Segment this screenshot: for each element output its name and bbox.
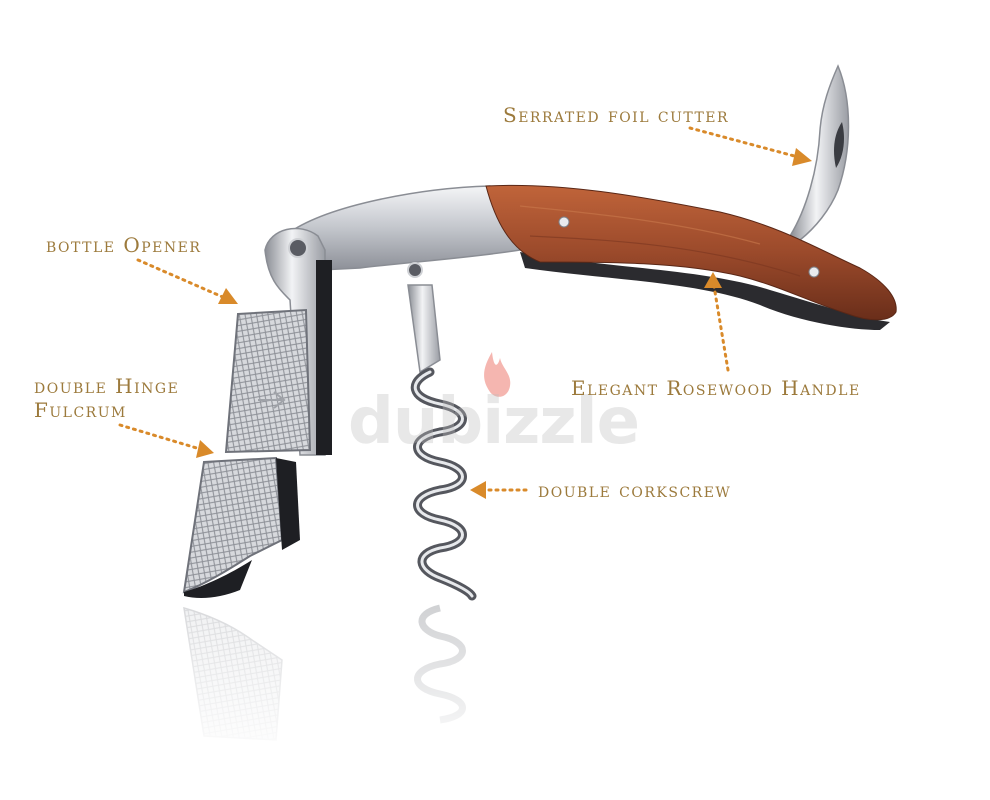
arrow-heads <box>196 148 812 499</box>
watermark-flame-icon <box>484 352 511 397</box>
dubizzle-watermark: dubizzle <box>348 385 640 459</box>
double-hinge-arrow <box>118 423 202 451</box>
label-double-hinge-fulcrum: double Hinge Fulcrum <box>34 374 179 422</box>
hinged-lever <box>182 227 423 598</box>
foil-cutter-arrow <box>688 126 800 159</box>
label-bottle-opener: bottle Opener <box>46 233 202 257</box>
bottle-opener-arrowhead <box>218 288 238 304</box>
rosewood-handle-arrow <box>712 284 730 372</box>
reflection <box>170 600 510 760</box>
double-hinge-arrowhead <box>196 440 214 458</box>
label-elegant-rosewood-handle: Elegant Rosewood Handle <box>571 376 861 400</box>
corkscrew-arrowhead <box>470 481 486 499</box>
foil-cutter-arrowhead <box>792 148 812 166</box>
rosewood-handle-arrowhead <box>704 272 722 288</box>
label-double-corkscrew: double corkscrew <box>538 478 732 502</box>
rosewood-handle <box>485 184 897 330</box>
label-serrated-foil-cutter: Serrated foil cutter <box>503 103 730 127</box>
callout-arrows <box>118 126 800 492</box>
corkscrew-worm <box>407 284 477 601</box>
label-double-hinge-line1: double Hinge <box>34 374 180 398</box>
bottle-opener-arrow <box>136 258 227 300</box>
label-double-hinge-line2: Fulcrum <box>34 398 127 422</box>
